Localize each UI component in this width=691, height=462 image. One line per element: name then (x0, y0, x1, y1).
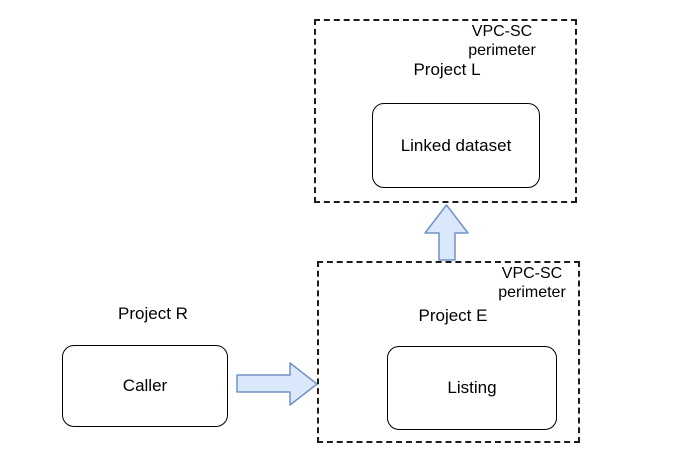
caller-node: Caller (62, 345, 228, 427)
perimeter-title-top: VPC-SC perimeter (468, 23, 536, 59)
project-r-label: Project R (118, 304, 188, 323)
perimeter-title-bottom: VPC-SC perimeter (498, 265, 566, 301)
up-arrow-icon-listing-to-linked-dataset (424, 204, 469, 261)
linked-dataset-node: Linked dataset (372, 103, 540, 188)
caller-node-label: Caller (122, 376, 168, 395)
linked-dataset-node-label: Linked dataset (400, 135, 512, 155)
vpc-sc-perimeter-box-bottom: VPC-SC perimeter Project E Listing (317, 261, 580, 443)
listing-node: Listing (387, 346, 557, 430)
right-arrow-icon-caller-to-listing (236, 362, 318, 406)
project-e-label: Project E (418, 306, 488, 325)
listing-node-label: Listing (447, 378, 497, 397)
caller-group: Project R Caller (62, 304, 228, 427)
vpc-sc-perimeter-box-top: VPC-SC perimeter Project L Linked datase… (314, 19, 577, 203)
project-l-label: Project L (413, 60, 481, 79)
